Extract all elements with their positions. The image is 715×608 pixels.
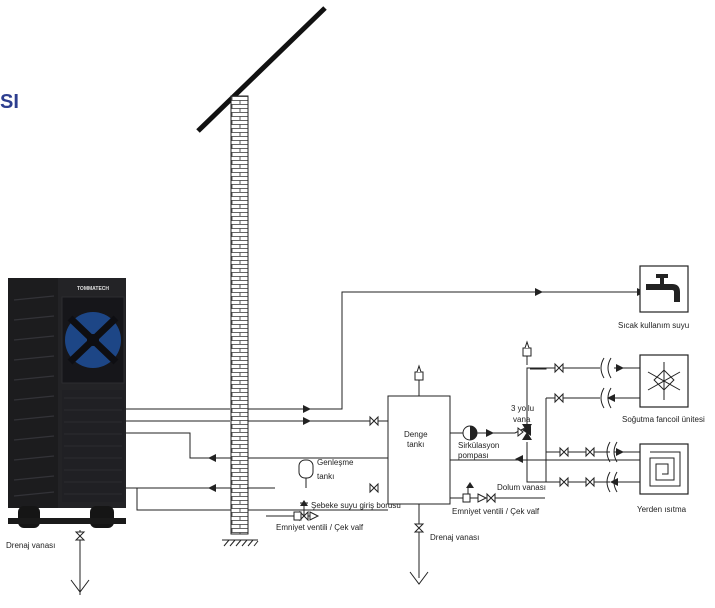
air-vent-icons bbox=[414, 340, 532, 381]
safety-valve-icon bbox=[462, 493, 471, 503]
ball-valve-icon bbox=[486, 492, 496, 504]
pipe-network bbox=[70, 291, 680, 595]
label-mains-inlet: Şebeke suyu giriş borusu bbox=[311, 501, 401, 510]
label-pump-2: pompası bbox=[458, 451, 489, 460]
label-expansion-2: tankı bbox=[317, 472, 334, 481]
hot-water-tap-icon bbox=[639, 265, 689, 313]
label-three-way-valve-1: 3 yollu bbox=[511, 404, 534, 413]
safety-valve-icon bbox=[293, 511, 302, 521]
label-three-way-valve-2: vana bbox=[513, 415, 531, 424]
label-safety-check-right: Emniyet ventili / Çek valf bbox=[452, 507, 540, 516]
brick-wall bbox=[222, 95, 259, 547]
pipe-break-symbols bbox=[600, 357, 618, 493]
fancoil-icon bbox=[639, 354, 689, 408]
ball-valve-icon bbox=[554, 362, 564, 374]
ball-valve-icon bbox=[585, 446, 595, 458]
ball-valve-icon bbox=[554, 392, 564, 404]
drain-valve-icon bbox=[74, 531, 86, 541]
label-safety-check-left: Emniyet ventili / Çek valf bbox=[276, 523, 364, 532]
circulation-pump-icon bbox=[462, 425, 478, 441]
faucet-small-icon bbox=[300, 500, 308, 506]
ball-valve-icon bbox=[369, 482, 379, 494]
ball-valve-icon bbox=[369, 415, 379, 427]
valves bbox=[74, 362, 595, 541]
drain-valve-icon bbox=[413, 523, 425, 533]
title-fragment: SI bbox=[0, 91, 19, 113]
ball-valve-icon bbox=[585, 476, 595, 488]
floor-heating-icon bbox=[639, 443, 689, 495]
three-way-valve-icon bbox=[517, 424, 532, 440]
solar-panel bbox=[196, 6, 327, 133]
label-pump-1: Sirkülasyon bbox=[458, 441, 499, 450]
label-expansion-1: Genleşme bbox=[317, 458, 354, 467]
expansion-tank-icon bbox=[298, 459, 314, 488]
faucet-small-icon bbox=[466, 482, 474, 488]
label-floor-heating: Yerden ısıtma bbox=[637, 505, 687, 514]
label-cooling-fancoil: Soğutma fancoil ünitesi bbox=[622, 415, 705, 424]
label-fill-valve: Dolum vanası bbox=[497, 483, 546, 492]
ball-valve-icon bbox=[559, 476, 569, 488]
label-buffer-tank-2: tankı bbox=[407, 440, 424, 449]
label-buffer-tank-1: Denge bbox=[404, 430, 428, 439]
heat-pump-unit: TOMMATECH bbox=[8, 278, 126, 528]
label-drain-center: Drenaj vanası bbox=[430, 533, 479, 542]
brand-logo: TOMMATECH bbox=[77, 286, 109, 292]
label-hot-water: Sıcak kullanım suyu bbox=[618, 321, 689, 330]
label-drain-left: Drenaj vanası bbox=[6, 541, 55, 550]
ball-valve-icon bbox=[559, 446, 569, 458]
